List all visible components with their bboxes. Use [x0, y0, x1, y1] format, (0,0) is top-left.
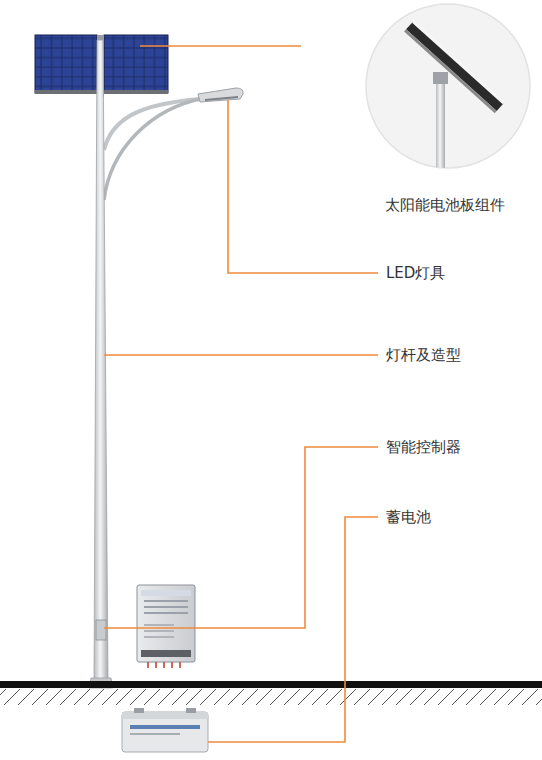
lamp-pole — [94, 40, 108, 680]
lamp-arm — [104, 98, 205, 200]
hatch-stroke — [312, 689, 328, 705]
hatch-stroke — [102, 689, 118, 705]
hatch-stroke — [466, 689, 482, 705]
part-label: 太阳能电池板组件 — [385, 196, 505, 214]
hatch-stroke — [158, 689, 174, 705]
hatch-stroke — [452, 689, 468, 705]
solar-panel — [35, 35, 97, 93]
smart-controller — [137, 585, 195, 662]
hatch-stroke — [144, 689, 160, 705]
ground-line — [0, 681, 542, 688]
hatch-stroke — [270, 689, 286, 705]
hatch-stroke — [172, 689, 188, 705]
leader-line — [140, 45, 301, 47]
led-lamp-head — [198, 88, 243, 102]
hatch-stroke — [186, 689, 202, 705]
part-label: 灯杆及造型 — [386, 346, 461, 364]
hatch-stroke — [424, 689, 440, 705]
hatch-stroke — [326, 689, 342, 705]
hatch-stroke — [354, 689, 370, 705]
hatch-stroke — [88, 689, 104, 705]
part-label: LED灯具 — [386, 264, 445, 282]
hatch-stroke — [74, 689, 90, 705]
pole-door — [96, 620, 106, 640]
hatch-stroke — [536, 689, 542, 705]
leader-lines — [104, 46, 378, 742]
hatch-stroke — [508, 689, 524, 705]
hatch-stroke — [382, 689, 398, 705]
hatch-stroke — [4, 689, 20, 705]
hatch-stroke — [522, 689, 538, 705]
hatch-stroke — [410, 689, 426, 705]
leader-line — [228, 100, 378, 273]
inset-circle — [366, 4, 530, 168]
hatch-stroke — [396, 689, 412, 705]
hatch-stroke — [0, 689, 6, 705]
hatch-stroke — [256, 689, 272, 705]
inset-panel-detail — [404, 20, 505, 180]
hatch-stroke — [368, 689, 384, 705]
leader-line — [104, 447, 378, 628]
hatch-stroke — [242, 689, 258, 705]
part-label: 蓄电池 — [386, 508, 431, 526]
hatch-stroke — [32, 689, 48, 705]
lamp-arm — [104, 99, 200, 150]
hatch-stroke — [494, 689, 510, 705]
storage-battery — [122, 712, 208, 752]
hatch-stroke — [116, 689, 132, 705]
hatch-stroke — [200, 689, 216, 705]
hatch-stroke — [46, 689, 62, 705]
hatch-stroke — [480, 689, 496, 705]
hatch-stroke — [228, 689, 244, 705]
hatch-stroke — [298, 689, 314, 705]
leader-line — [104, 354, 378, 356]
part-label: 智能控制器 — [386, 438, 461, 456]
solar-panel — [104, 35, 168, 93]
hatch-stroke — [214, 689, 230, 705]
hatch-stroke — [60, 689, 76, 705]
hatch-stroke — [438, 689, 454, 705]
ground-hatch — [0, 689, 542, 705]
hatch-stroke — [130, 689, 146, 705]
hatch-stroke — [284, 689, 300, 705]
leader-line — [208, 517, 378, 742]
hatch-stroke — [340, 689, 356, 705]
hatch-stroke — [18, 689, 34, 705]
